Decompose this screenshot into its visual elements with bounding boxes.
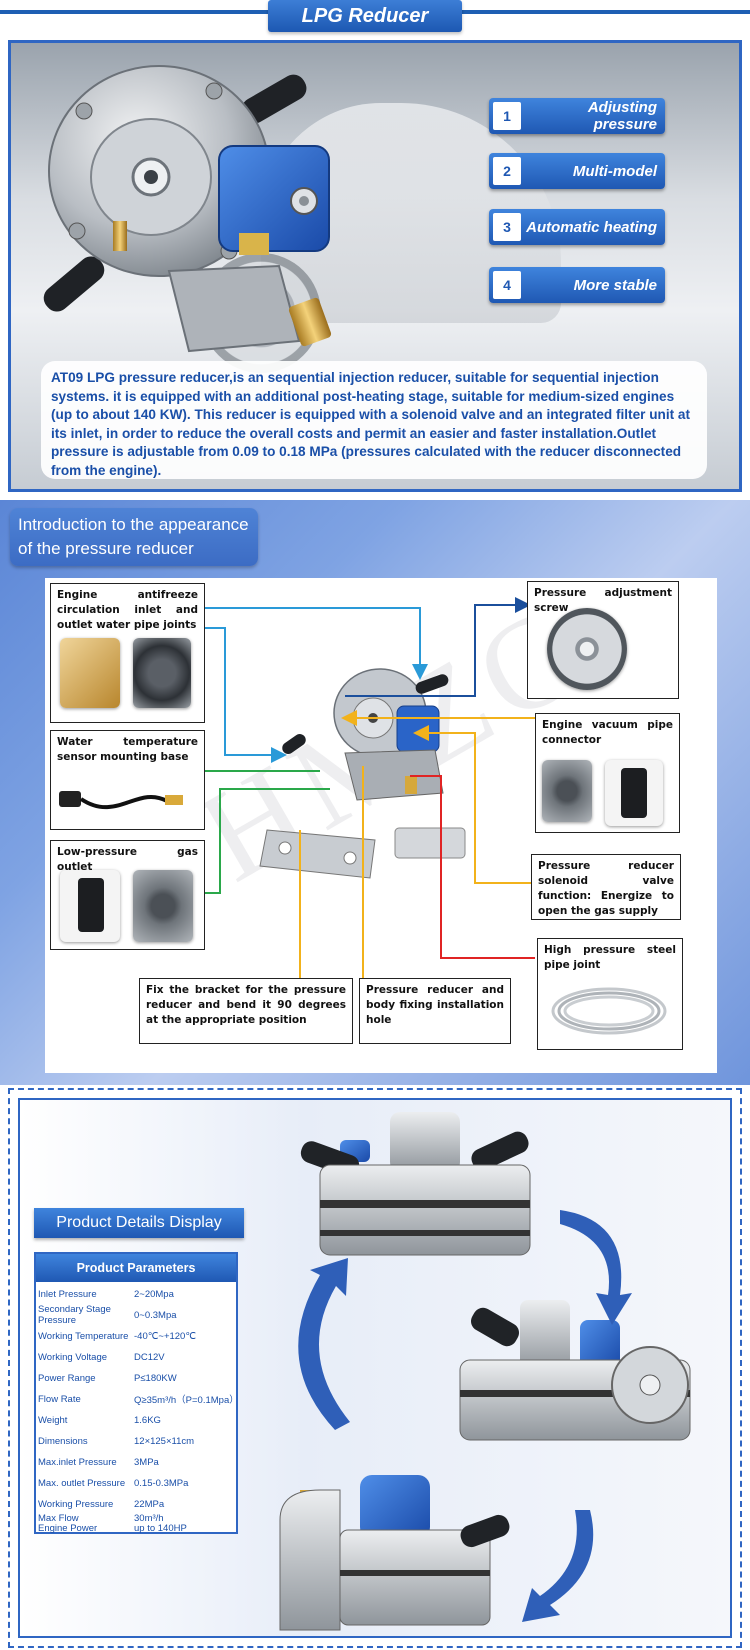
parameters-title: Product Parameters [36, 1254, 236, 1282]
table-row: Engine Power up to 140HP [36, 1522, 236, 1534]
temperature-sensor-photo [59, 791, 183, 810]
table-row: Flow Rate Q≥35m³/h（P=0.1Mpa） [36, 1389, 239, 1409]
feature-label: Automatic heating [526, 218, 657, 236]
callout-bracket: Fix the bracket for the pressure reducer… [139, 978, 353, 1044]
param-value: 30m³/h [134, 1512, 164, 1524]
param-value: 0~0.3Mpa [134, 1309, 177, 1321]
param-value: -40℃~+120℃ [134, 1330, 197, 1342]
param-key: Max Flow [38, 1512, 79, 1524]
param-value: 12×125×11cm [134, 1435, 195, 1447]
param-key: Engine Power [38, 1522, 98, 1534]
feature-number: 4 [493, 271, 521, 299]
callout-text: Pressure reducer solenoid valve function… [538, 860, 674, 917]
feature-more-stable: 4 More stable [489, 267, 665, 303]
page-title: LPG Reducer [268, 0, 462, 32]
reducer-view-middle [459, 1300, 691, 1441]
callout-fixing-hole: Pressure reducer and body fixing install… [359, 978, 511, 1044]
table-row: Inlet Pressure 2~20Mpa [36, 1284, 236, 1304]
steel-pipe-photo [551, 987, 667, 1035]
param-value: Q≥35m³/h（P=0.1Mpa） [134, 1395, 239, 1406]
connector-lines [205, 597, 535, 978]
feature-automatic-heating: 3 Automatic heating [489, 209, 665, 245]
feature-number: 3 [493, 213, 521, 241]
param-key: Working Pressure [38, 1498, 114, 1510]
callout-text: High pressure steel pipe joint [544, 944, 676, 971]
product-parameters-table: Product Parameters Inlet Pressure 2~20Mpa… [34, 1252, 239, 1534]
reducer-view-bottom [279, 1475, 510, 1631]
callout-temperature-sensor: Water temperature sensor mounting base [50, 730, 205, 830]
param-key: Secondary Stage Pressure [38, 1304, 111, 1326]
table-row: Max Flow 30m³/h [36, 1512, 236, 1524]
callout-text: Pressure reducer and body fixing install… [366, 984, 504, 1026]
param-key: Max.inlet Pressure [38, 1456, 117, 1468]
table-row: Power Range P≤180KW [36, 1368, 236, 1388]
reducer-view-top [300, 1112, 531, 1256]
callout-text: Water temperature sensor mounting base [57, 736, 198, 763]
gas-outlet-connector-photo [60, 870, 120, 942]
table-row: Max.inlet Pressure 3MPa [36, 1452, 236, 1472]
callout-text: Fix the bracket for the pressure reducer… [146, 984, 346, 1026]
param-key: Max. outlet Pressure [38, 1477, 126, 1489]
callout-text: Engine antifreeze circulation inlet and … [57, 589, 198, 631]
param-value: 3MPa [134, 1456, 159, 1468]
param-key: Power Range [38, 1372, 96, 1384]
table-row: Working Temperature -40℃~+120℃ [36, 1326, 236, 1346]
adjustment-screw-photo [547, 608, 627, 690]
callout-solenoid-valve: Pressure reducer solenoid valve function… [531, 854, 681, 920]
rotation-arrows [298, 1210, 632, 1622]
callout-text: Pressure adjustment screw [534, 587, 672, 614]
param-value: DC12V [134, 1351, 165, 1363]
brass-tee-photo [60, 638, 120, 708]
product-details-panel: Product Details Display Product Paramete… [18, 1098, 732, 1638]
table-row: Weight 1.6KG [36, 1410, 236, 1430]
table-row: Max. outlet Pressure 0.15-0.3MPa [36, 1473, 236, 1493]
param-key: Working Voltage [38, 1351, 108, 1363]
product-description: AT09 LPG pressure reducer,is an sequenti… [41, 361, 707, 479]
product-details-section: Product Details Display Product Paramete… [8, 1088, 742, 1648]
feature-label: More stable [573, 276, 657, 294]
param-value: 1.6KG [134, 1414, 161, 1426]
appearance-diagram: HMZC [45, 577, 717, 1073]
feature-label: Multi-model [572, 162, 657, 180]
feature-label: Adjusting pressure [587, 99, 657, 133]
param-key: Flow Rate [38, 1393, 81, 1405]
table-row: Secondary Stage Pressure 0~0.3Mpa [36, 1304, 236, 1326]
param-value: 0.15-0.3MPa [134, 1477, 189, 1489]
pipe-joint-photo [133, 638, 191, 708]
feature-number: 1 [493, 102, 521, 130]
feature-adjusting-pressure: 1 Adjusting pressure [489, 98, 665, 134]
table-row: Working Pressure 22MPa [36, 1494, 236, 1514]
param-value: 2~20Mpa [134, 1288, 174, 1300]
hero-panel: 1 Adjusting pressure 2 Multi-model 3 Aut… [8, 40, 742, 492]
param-value: P≤180KW [134, 1372, 177, 1384]
feature-multi-model: 2 Multi-model [489, 153, 665, 189]
param-value: 22MPa [134, 1498, 165, 1510]
param-value: up to 140HP [134, 1522, 187, 1534]
vacuum-pipe-photo [542, 760, 592, 822]
table-row: Working Voltage DC12V [36, 1347, 236, 1367]
callout-text: Engine vacuum pipe connector [542, 719, 673, 746]
appearance-title: Introduction to the appearance of the pr… [10, 508, 258, 566]
param-key: Weight [38, 1414, 68, 1426]
product-details-banner: Product Details Display [34, 1208, 244, 1238]
appearance-section: Introduction to the appearance of the pr… [0, 500, 750, 1085]
product-rotation-gallery [279, 1112, 691, 1631]
param-key: Dimensions [38, 1435, 88, 1447]
param-key: Inlet Pressure [38, 1288, 97, 1300]
feature-number: 2 [493, 157, 521, 185]
gas-outlet-pipe-photo [133, 870, 193, 942]
table-row: Dimensions 12×125×11cm [36, 1431, 236, 1451]
vacuum-connector-photo [605, 760, 663, 826]
param-key: Working Temperature [38, 1330, 129, 1342]
reducer-product-image [43, 65, 332, 353]
